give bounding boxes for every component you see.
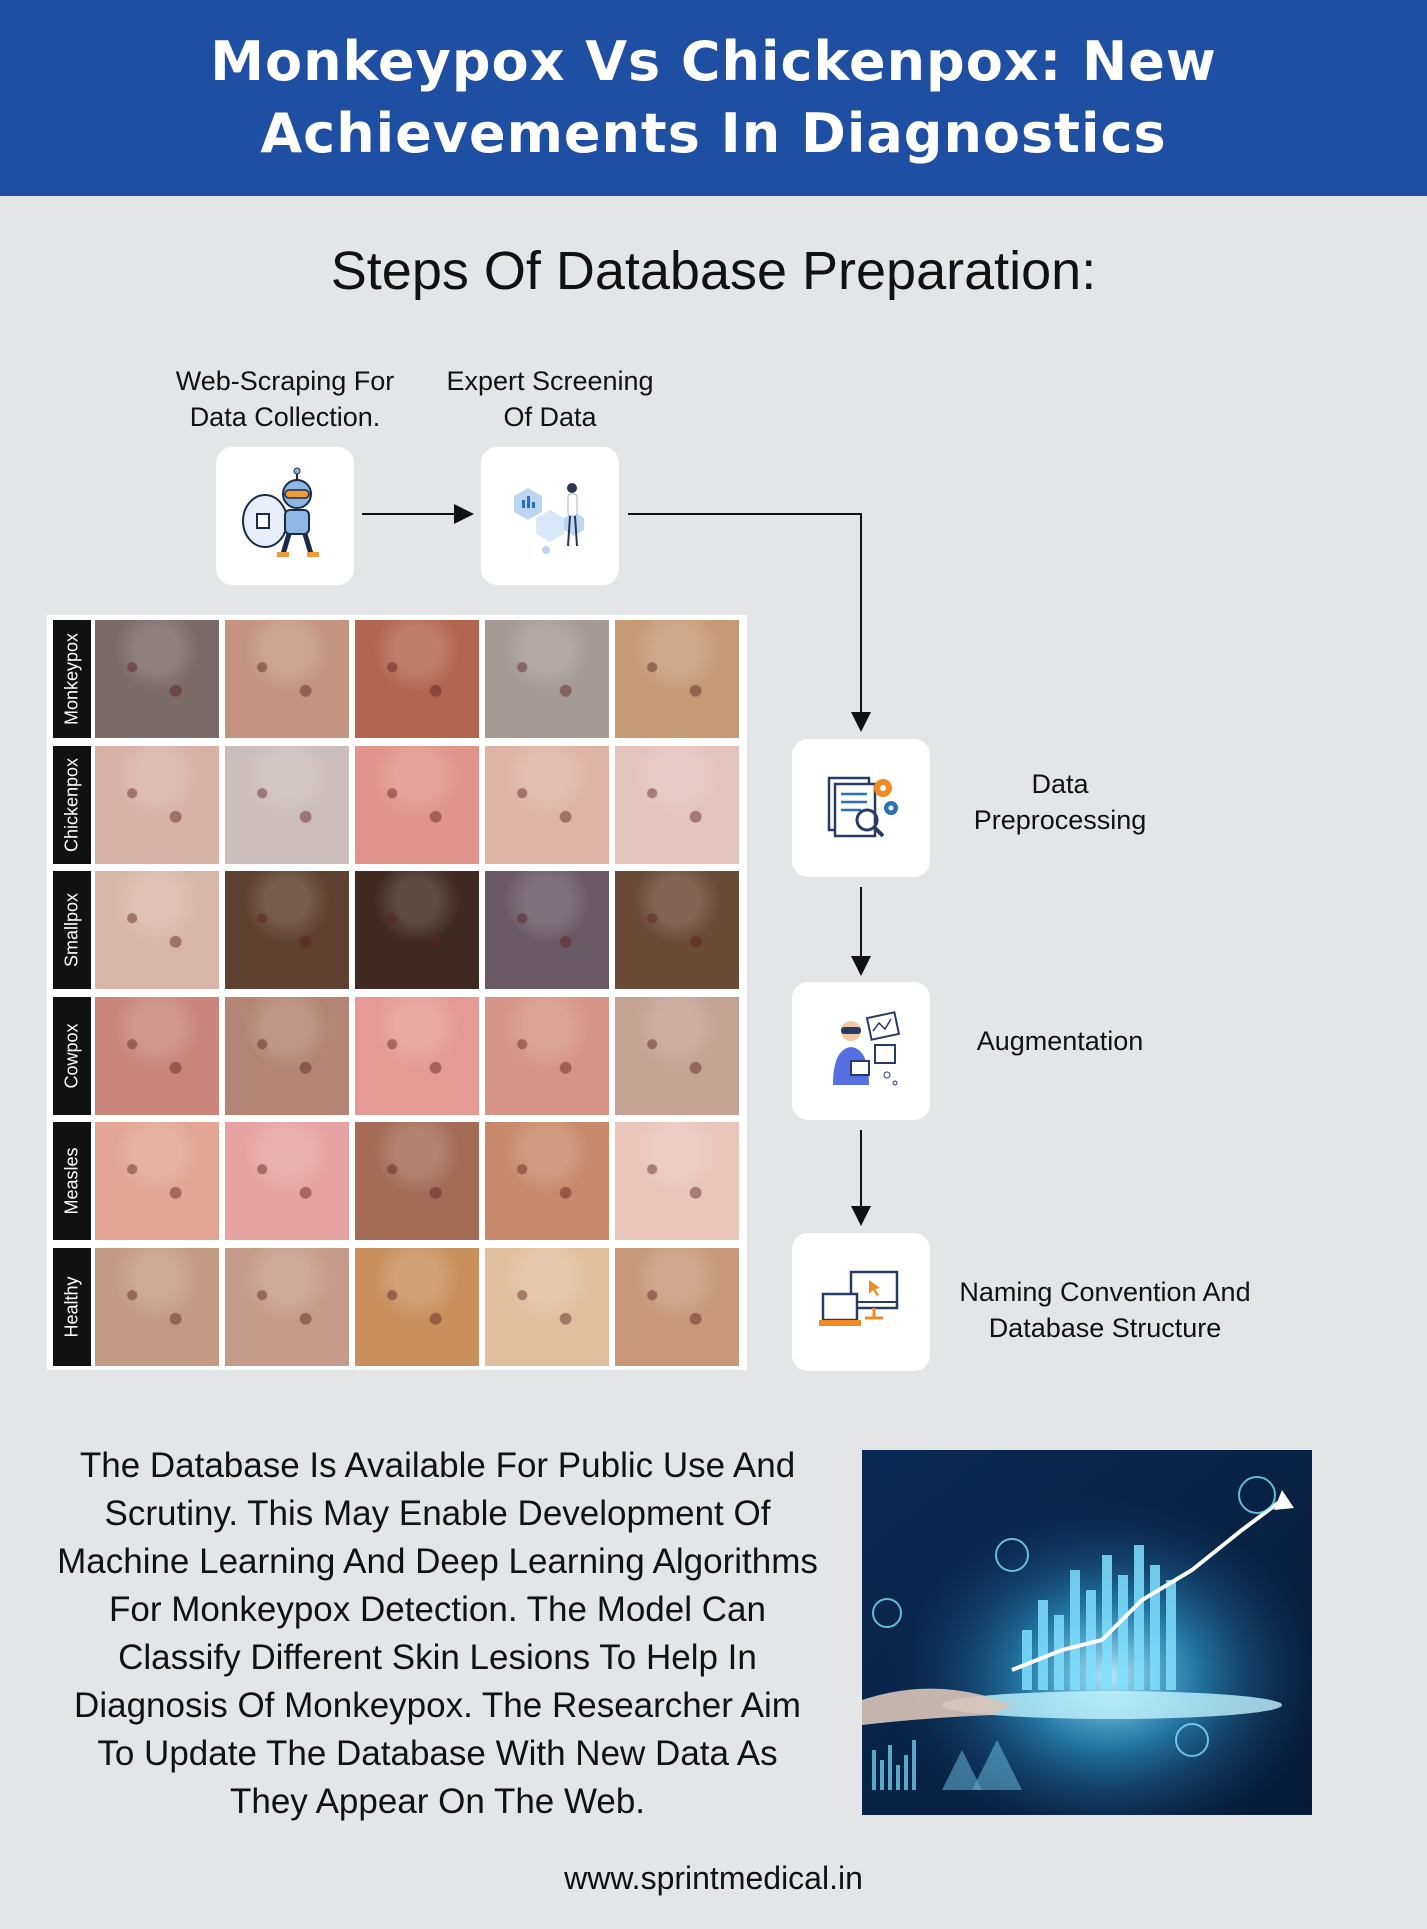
skin-lesion-photo: [355, 1247, 479, 1366]
skin-lesion-photo: [225, 620, 349, 738]
description-line: Scrutiny. This May Enable Development Of: [104, 1494, 771, 1533]
step-label-line: Data: [1031, 769, 1089, 799]
title-line-1: Monkeypox Vs Chickenpox: New: [210, 30, 1217, 93]
grid-row-label-text: Cowpox: [61, 1022, 82, 1089]
grid-row-label: Measles: [53, 1122, 91, 1240]
skin-lesion-photo: [95, 620, 219, 738]
skin-lesion-photo: [485, 996, 609, 1115]
skin-lesion-photo: [485, 620, 609, 738]
grid-row-label: Cowpox: [53, 996, 91, 1115]
description-line: The Database Is Available For Public Use…: [79, 1446, 796, 1485]
skin-lesion-photo: [485, 745, 609, 864]
description-line: Classify Different Skin Lesions To Help …: [118, 1638, 757, 1677]
step-card-data-preprocessing: [792, 739, 930, 877]
step-label-expert-screening: Expert Screening Of Data: [430, 363, 670, 435]
grid-row-label-text: Chickenpox: [61, 757, 82, 852]
augmentation-icon: [833, 1011, 901, 1086]
skin-lesion-photo: [355, 1122, 479, 1240]
skin-lesion-photo: [615, 745, 739, 864]
skin-lesion-photo: [355, 871, 479, 989]
description-line: For Monkeypox Detection. The Model Can: [109, 1590, 766, 1629]
grid-row-label: Monkeypox: [53, 620, 91, 738]
skin-lesion-photo: [225, 871, 349, 989]
skin-lesion-photo: [355, 996, 479, 1115]
step-label-line: Web-Scraping For: [175, 366, 395, 396]
section-title: Steps Of Database Preparation:: [330, 241, 1097, 301]
step-label-naming-convention: Naming Convention And Database Structure: [940, 1274, 1270, 1346]
step-card-naming-convention: [792, 1233, 930, 1371]
page-title: Monkeypox Vs Chickenpox: New Achievement…: [210, 26, 1217, 170]
database-description: The Database Is Available For Public Use…: [30, 1442, 845, 1826]
skin-lesion-photo: [225, 745, 349, 864]
skin-lesion-photo: [355, 745, 479, 864]
skin-lesion-photo: [485, 1247, 609, 1366]
title-banner: Monkeypox Vs Chickenpox: New Achievement…: [0, 0, 1427, 196]
step-label-line: Data Collection.: [189, 402, 381, 432]
step-label-line: Expert Screening: [446, 366, 654, 396]
grid-row-label: Chickenpox: [53, 745, 91, 864]
title-line-2: Achievements In Diagnostics: [260, 102, 1167, 165]
skin-lesion-photo: [225, 996, 349, 1115]
data-preprocessing-icon: [827, 776, 898, 838]
footer-website: www.sprintmedical.in: [564, 1860, 863, 1896]
skin-lesion-photo: [95, 1122, 219, 1240]
step-label-line: Naming Convention And: [959, 1277, 1251, 1307]
skin-lesion-photo: [615, 620, 739, 738]
tech-analytics-image: [862, 1450, 1312, 1815]
expert-screening-icon: [514, 483, 584, 554]
skin-lesion-photo: [355, 620, 479, 738]
skin-lesion-photo: [95, 1247, 219, 1366]
grid-row-label-text: Smallpox: [61, 892, 82, 968]
grid-row-label: Smallpox: [53, 871, 91, 989]
skin-lesion-photo: [95, 871, 219, 989]
skin-lesion-photo: [615, 996, 739, 1115]
skin-lesion-photo: [95, 996, 219, 1115]
skin-lesion-photo: [225, 1247, 349, 1366]
description-line: To Update The Database With New Data As: [97, 1734, 778, 1773]
grid-row-label-text: Healthy: [61, 1275, 82, 1338]
skin-lesion-photo: [225, 1122, 349, 1240]
step-label-augmentation: Augmentation: [976, 1026, 1144, 1056]
description-line: Diagnosis Of Monkeypox. The Researcher A…: [74, 1686, 801, 1725]
step-label-data-preprocessing: Data Preprocessing: [940, 766, 1180, 838]
step-label-web-scraping: Web-Scraping For Data Collection.: [155, 363, 415, 435]
step-label-line: Of Data: [503, 402, 597, 432]
skin-lesion-photo: [615, 871, 739, 989]
grid-row-label-text: Monkeypox: [61, 632, 82, 726]
description-line: Machine Learning And Deep Learning Algor…: [57, 1542, 818, 1581]
step-card-augmentation: [792, 982, 930, 1120]
skin-lesion-photo: [485, 871, 609, 989]
grid-row-label-text: Measles: [61, 1147, 82, 1215]
robot-scraper-icon: [242, 467, 319, 557]
step-card-web-scraping: [216, 447, 354, 585]
step-card-expert-screening: [481, 447, 619, 585]
skin-lesion-photo: [615, 1122, 739, 1240]
skin-lesion-photo: [95, 745, 219, 864]
skin-lesion-photo: [615, 1247, 739, 1366]
skin-lesion-photo: [485, 1122, 609, 1240]
grid-row-label: Healthy: [53, 1247, 91, 1366]
step-label-line: Preprocessing: [973, 805, 1147, 835]
step-label-line: Database Structure: [988, 1313, 1222, 1343]
database-structure-icon: [819, 1270, 899, 1326]
description-line: They Appear On The Web.: [229, 1782, 646, 1821]
